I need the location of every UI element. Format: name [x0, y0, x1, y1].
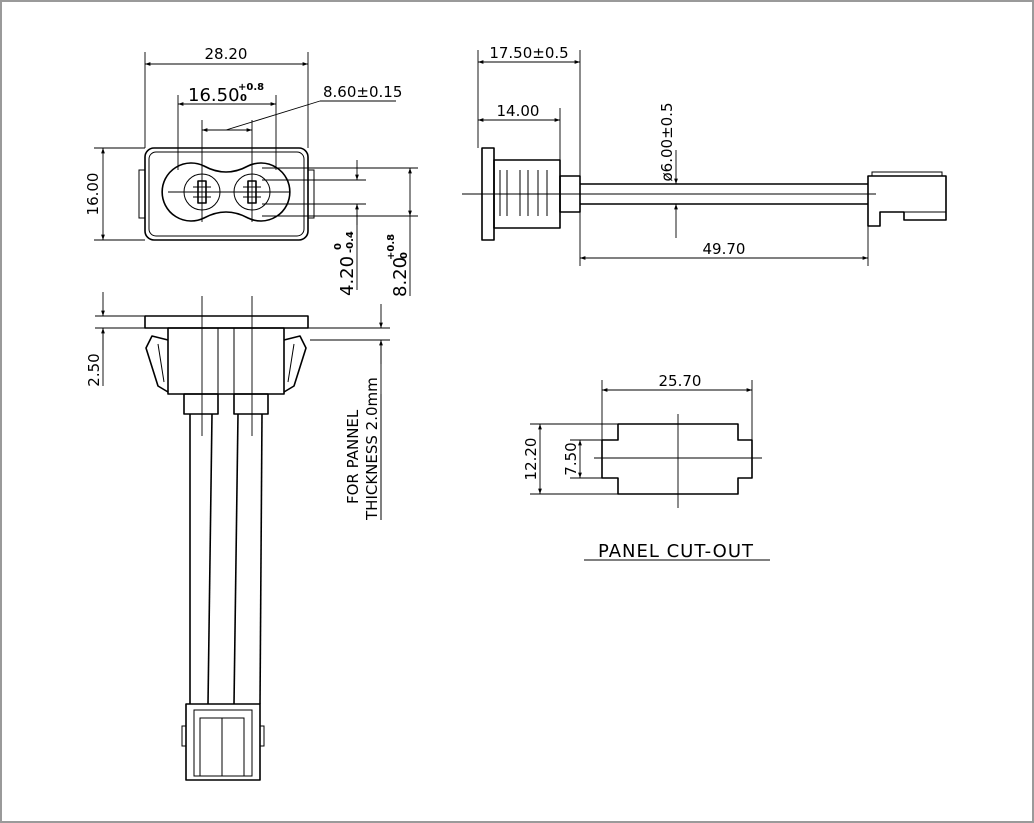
side-view: 17.50±0.5 14.00 ø6.00±0.5 49.70 [462, 44, 947, 266]
dim-pin-spacing-tol-lower: 0 [240, 93, 247, 104]
figure8-socket [161, 162, 291, 222]
dim-body-depth: 14.00 [497, 102, 540, 120]
right-terminal [233, 393, 269, 415]
right-snap-clip [283, 335, 307, 393]
bottom-body [167, 327, 285, 395]
front-left-latch [138, 169, 146, 219]
note-panel-line1: FOR PANNEL [344, 409, 362, 504]
dim-cutout-inner-height: 7.50 [562, 442, 580, 475]
dim-depth: 17.50±0.5 [489, 44, 568, 62]
dim-outer-slot-tol-lower: 0 [399, 252, 410, 259]
dim-outer-slot-tol-upper: +0.8 [386, 234, 397, 260]
front-housing-inner [148, 151, 305, 237]
dim-pin-spacing-tol-upper: +0.8 [238, 82, 264, 93]
dim-slot-height-tol-upper: 0 [333, 243, 344, 250]
dim-slot-height: 4.20 [337, 256, 358, 296]
dim-cutout-width: 25.70 [659, 372, 702, 390]
panel-cutout-view: 25.70 12.20 7.50 PANEL CUT-OUT [522, 372, 770, 562]
left-terminal [183, 393, 219, 415]
dim-cutout-height: 12.20 [522, 438, 540, 481]
dim-cable-diameter: ø6.00±0.5 [658, 103, 676, 182]
dim-cable-length: 49.70 [703, 240, 746, 258]
dim-slot-height-tol-lower: -0.4 [345, 231, 356, 253]
cutout-title: PANEL CUT-OUT [598, 541, 754, 562]
front-view: 28.20 16.50 +0.8 0 8.60±0.15 16.00 4.20 … [84, 45, 418, 297]
note-panel-line2: THICKNESS 2.0mm [363, 377, 381, 521]
dim-flange-thickness: 2.50 [85, 353, 103, 386]
front-right-latch [307, 169, 315, 219]
dim-inner-width: 8.60±0.15 [323, 83, 402, 101]
dim-pin-spacing: 16.50 [188, 85, 240, 106]
dim-width: 28.20 [205, 45, 248, 63]
left-snap-clip [145, 335, 169, 393]
dim-height: 16.00 [84, 173, 102, 216]
dim-outer-slot-height: 8.20 [390, 257, 411, 297]
bottom-view: 2.50 FOR PANNEL THICKNESS 2.0mm [85, 292, 390, 781]
